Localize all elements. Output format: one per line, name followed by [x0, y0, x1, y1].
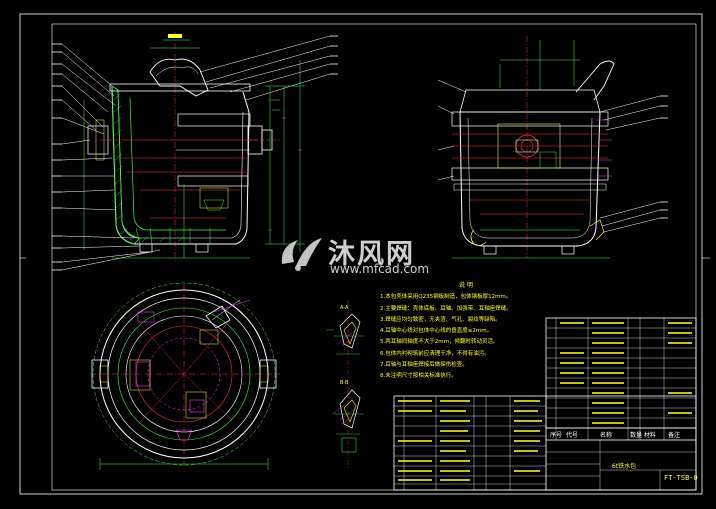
tb-header-material: 材料: [644, 432, 657, 439]
drawing-border: [19, 13, 703, 495]
note-line: 5.两耳轴同轴度不大于2mm，倾翻时转动灵活。: [380, 339, 499, 346]
drawing-title: 6t铁水包: [612, 463, 637, 470]
section-label-b: B-B: [340, 380, 349, 386]
side-view: [437, 36, 668, 259]
tb-header-remark: 备注: [668, 432, 681, 439]
note-line: 4.耳轴中心线对包体中心线的垂直度≤2mm。: [380, 328, 493, 335]
watermark-url: www.mfcad.com: [330, 262, 430, 276]
note-line: 8.未注明尺寸按相关标准执行。: [380, 373, 457, 380]
section-label-a: A-A: [340, 305, 349, 311]
top-view: [90, 282, 280, 472]
drawing-number: FT-TSB-0: [664, 474, 698, 482]
drawing-border-inner: [51, 23, 697, 491]
note-line: 7.耳轴与耳轴座焊接后做探伤检查。: [380, 362, 468, 369]
section-details: [326, 300, 364, 470]
note-line: 1.本包壳体采用Q235钢板制造，包体钢板厚12mm。: [380, 294, 512, 301]
note-line: 6.包体内衬砌筑前应清理干净，不得有油污。: [380, 350, 490, 357]
tb-header-code: 代号: [566, 432, 579, 439]
watermark-brand: 沐风网: [328, 239, 415, 270]
notes-title: 说 明: [459, 282, 473, 289]
tb-header-qty: 数量: [630, 432, 643, 439]
tb-header-name: 名称: [600, 432, 613, 439]
note-line: 3.焊缝应均匀致密，无夹渣、气孔、裂纹等缺陷。: [380, 316, 501, 323]
mfcad-logo-icon: [281, 238, 322, 271]
tb-header-no: 序号: [550, 432, 563, 439]
note-line: 2.主要焊缝：壳体底板、耳轴、加强带、耳轴座焊缝。: [380, 305, 512, 312]
technical-notes: 说 明 1.本包壳体采用Q235钢板制造，包体钢板厚12mm。 2.主要焊缝：壳…: [380, 280, 552, 383]
front-section-view: [52, 32, 338, 271]
title-block: [393, 317, 697, 491]
bom-text-marks: [398, 322, 692, 481]
watermark: 沐风网 www.mfcad.com: [276, 232, 446, 278]
